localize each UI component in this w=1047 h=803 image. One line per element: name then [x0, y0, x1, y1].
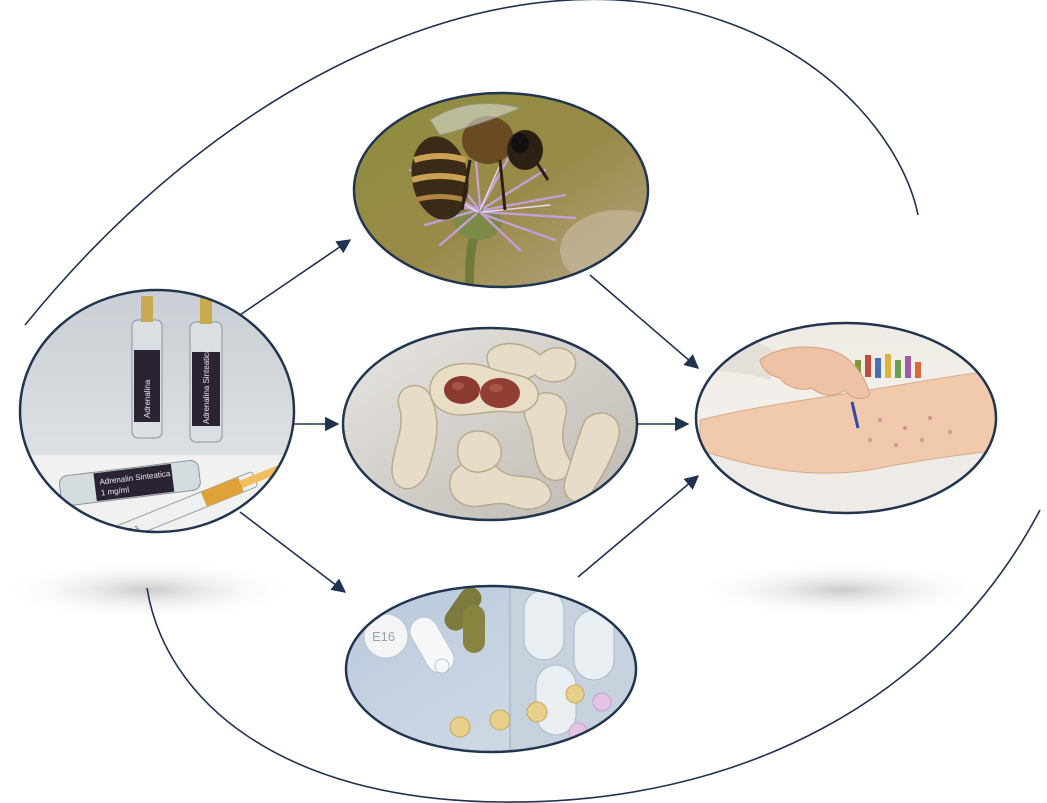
arrow-adrenaline-to-bee	[240, 240, 350, 315]
node-pills: E16	[345, 583, 650, 755]
pink-tablet-icon	[593, 693, 611, 711]
node-bee-on-flower	[350, 90, 680, 290]
peanut-kernel-icon	[444, 376, 480, 404]
yellow-tablet-icon	[450, 717, 470, 737]
arrow-bee-to-skin-test	[590, 275, 698, 368]
node-adrenaline-ampoules: Adrenalina Adrenalina Sinteatica Adrenal…	[15, 285, 300, 542]
ampoule-left-label: Adrenalina	[143, 379, 152, 418]
shadow-right	[692, 562, 992, 618]
node-peanuts	[340, 325, 640, 525]
node-skin-prick-test	[695, 320, 1000, 520]
shadow-left	[0, 560, 298, 620]
ampoule-right-label: Adrenalina Sinteatica	[202, 348, 211, 424]
pill-imprint: E16	[372, 629, 395, 644]
